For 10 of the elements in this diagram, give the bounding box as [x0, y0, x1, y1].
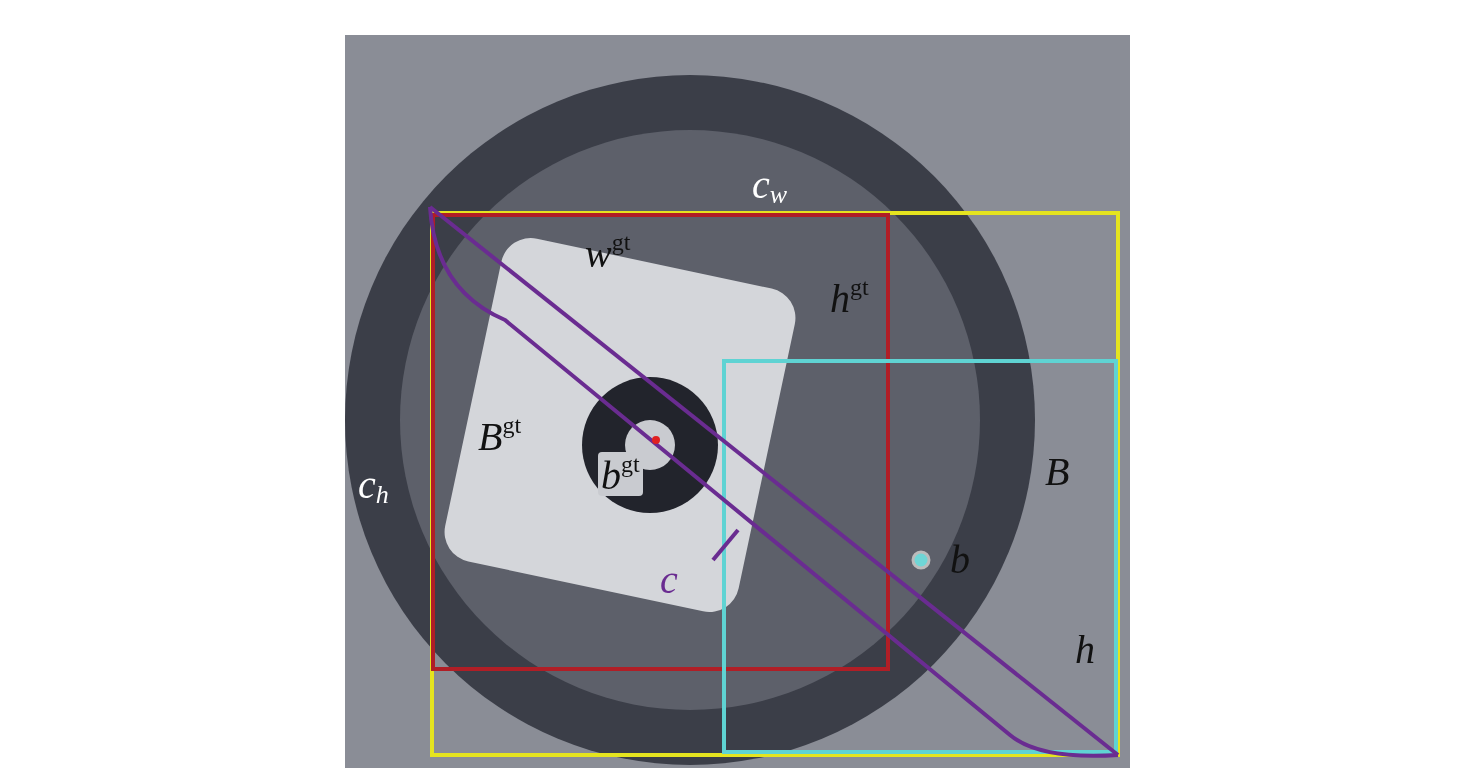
box-label: B: [1045, 452, 1070, 492]
dimension-label: c: [660, 560, 678, 600]
point-label: b$^{gt}$: [598, 452, 643, 496]
box-label: B$^{gt}$: [478, 413, 522, 457]
bounding-box: [722, 359, 1118, 754]
dimension-label: c$_{h}$: [358, 465, 389, 509]
dimension-label: h: [1075, 630, 1095, 670]
dimension-label: c$_{w}$: [752, 165, 788, 209]
dimension-label: h$^{gt}$: [830, 275, 869, 319]
bounding-box: [431, 213, 890, 671]
